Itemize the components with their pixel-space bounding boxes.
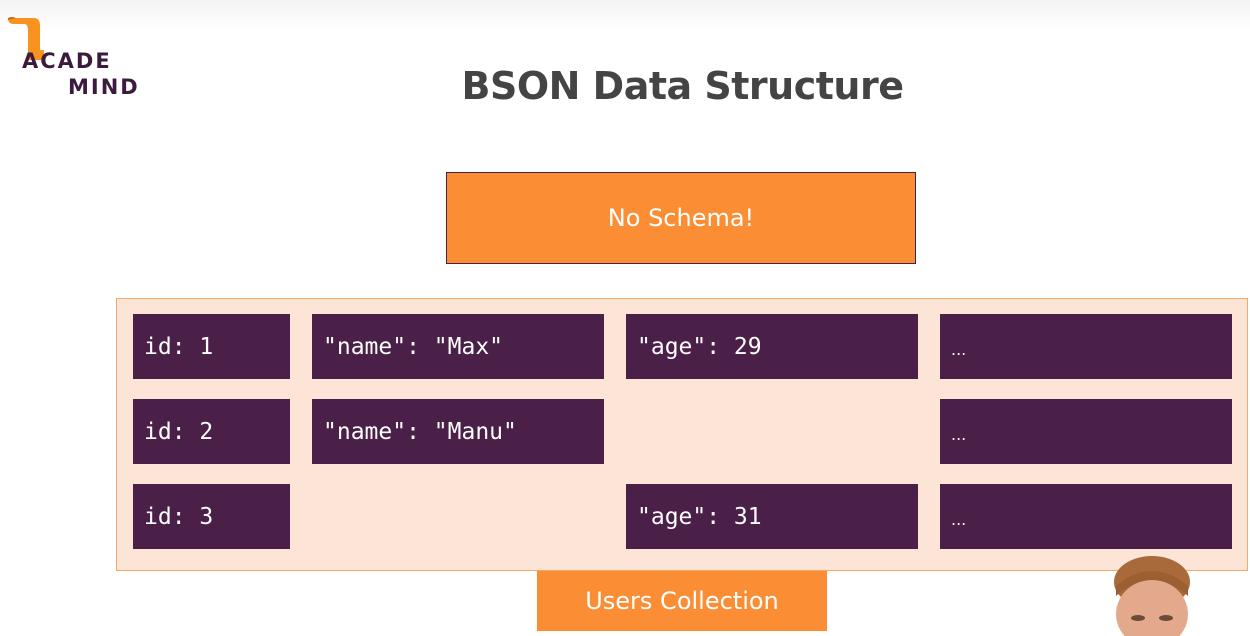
logo-flag-icon bbox=[8, 17, 44, 60]
document-1-more-fields: ... bbox=[940, 314, 1232, 379]
presenter-webcam-icon bbox=[1100, 556, 1200, 636]
slide-title: BSON Data Structure bbox=[461, 64, 904, 108]
document-1-name-field: "name": "Max" bbox=[312, 314, 604, 379]
users-collection-label: Users Collection bbox=[537, 571, 827, 631]
logo-text-line-1: ACADE bbox=[22, 49, 112, 73]
presenter-face-icon bbox=[1114, 556, 1190, 636]
document-2-more-fields: ... bbox=[940, 399, 1232, 464]
document-2-name-field: "name": "Manu" bbox=[312, 399, 604, 464]
logo-text-line-2: MIND bbox=[68, 75, 140, 99]
no-schema-banner: No Schema! bbox=[446, 172, 916, 264]
academind-logo: ACADE MIND bbox=[2, 14, 152, 104]
document-3-id-field: id: 3 bbox=[133, 484, 290, 549]
document-2-id-field: id: 2 bbox=[133, 399, 290, 464]
document-3-more-fields: ... bbox=[940, 484, 1232, 549]
document-3-age-field: "age": 31 bbox=[626, 484, 918, 549]
document-1-id-field: id: 1 bbox=[133, 314, 290, 379]
users-collection-panel: id: 1 "name": "Max" "age": 29 ... id: 2 … bbox=[116, 298, 1248, 571]
document-1-age-field: "age": 29 bbox=[626, 314, 918, 379]
